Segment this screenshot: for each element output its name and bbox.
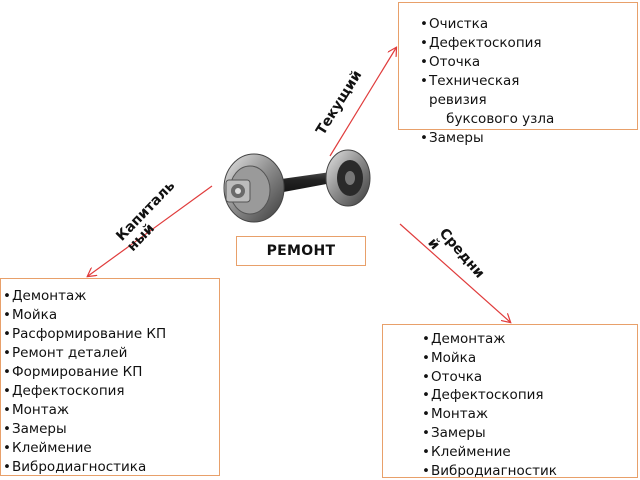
list-item: Вибродиагностика xyxy=(3,458,219,477)
list-item: Демонтаж xyxy=(3,287,219,306)
arrow-medium xyxy=(399,223,510,322)
list-item: Монтаж xyxy=(422,405,637,424)
list-item: Оточка xyxy=(422,368,637,387)
list-item: Монтаж xyxy=(3,401,219,420)
list-item: Формирование КП xyxy=(3,363,219,382)
list-item: Демонтаж xyxy=(422,330,637,349)
list-item: Техническая ревизия буксового узла xyxy=(420,72,637,129)
list-item: Клеймение xyxy=(3,439,219,458)
list-item: Мойка xyxy=(3,306,219,325)
list-item: Очистка xyxy=(420,15,637,34)
list-item: Расформирование КП xyxy=(3,325,219,344)
list-item: Оточка xyxy=(420,53,637,72)
list-item: Дефектоскопия xyxy=(3,382,219,401)
repair-center-box: РЕМОНТ xyxy=(236,236,366,266)
list-item: Замеры xyxy=(422,424,637,443)
list-item: Дефектоскопия xyxy=(422,386,637,405)
list-item: Мойка xyxy=(422,349,637,368)
list-item: Ремонт деталей xyxy=(3,344,219,363)
medium-repair-list-box: Демонтаж Мойка Оточка Дефектоскопия Монт… xyxy=(382,324,638,478)
medium-repair-list: Демонтаж Мойка Оточка Дефектоскопия Монт… xyxy=(422,330,637,477)
arrow-current xyxy=(329,48,396,157)
list-item: Замеры xyxy=(3,420,219,439)
list-item: Дефектоскопия xyxy=(420,34,637,53)
current-repair-list-box: Очистка Дефектоскопия Оточка Техническая… xyxy=(398,2,638,148)
list-item: Вибродиагностик xyxy=(422,462,637,477)
arrow-capital xyxy=(88,185,213,276)
list-item: Клеймение xyxy=(422,443,637,462)
current-repair-list: Очистка Дефектоскопия Оточка Техническая… xyxy=(420,15,637,148)
repair-label: РЕМОНТ xyxy=(266,243,336,259)
capital-repair-list-box: Демонтаж Мойка Расформирование КП Ремонт… xyxy=(0,278,220,477)
wheelset-icon xyxy=(223,149,371,223)
capital-repair-list: Демонтаж Мойка Расформирование КП Ремонт… xyxy=(3,287,219,477)
list-item: Замеры xyxy=(420,129,637,148)
